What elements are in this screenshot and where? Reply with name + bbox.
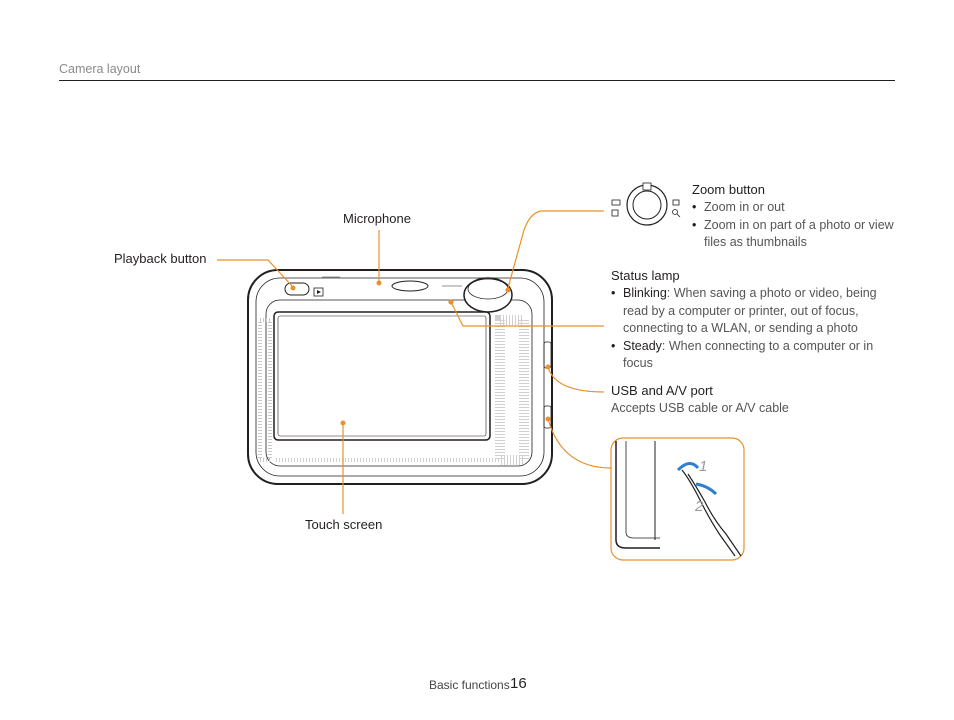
label-status-lamp: Status lamp	[611, 268, 680, 283]
strap-step-1: 1	[699, 458, 708, 475]
leader-playback	[217, 259, 294, 288]
page-number: 16	[510, 675, 527, 692]
zoom-button-diagram	[611, 182, 681, 226]
leader-lines	[217, 210, 612, 514]
header-section-title: Camera layout	[59, 62, 141, 76]
wide-icon	[611, 199, 621, 206]
magnify-icon	[672, 209, 678, 215]
shutter-shape	[391, 280, 429, 292]
status-desc-steady: Steady: When connecting to a computer or…	[611, 338, 901, 373]
usb-description: Accepts USB cable or A/V cable	[611, 401, 789, 415]
play-icon	[317, 290, 321, 294]
zoom-desc-item: Zoom in on part of a photo or viewfiles …	[692, 217, 912, 252]
leader-dots	[290, 280, 551, 426]
camera-body	[247, 269, 553, 485]
zoom-desc-item: Zoom in or out	[692, 199, 912, 217]
strap-eyelet-shape	[543, 405, 552, 429]
label-touch-screen: Touch screen	[305, 517, 383, 532]
thumbnail-icon	[611, 209, 619, 217]
header-rule	[59, 80, 895, 81]
playback-button-shape	[284, 282, 310, 296]
strap-arrow-1	[676, 462, 700, 472]
label-zoom-button: Zoom button	[692, 182, 765, 197]
leader-zoom	[507, 210, 604, 289]
strap-step-2: 2	[695, 498, 704, 515]
label-usb-port: USB and A/V port	[611, 383, 713, 398]
footer-section: Basic functions	[429, 678, 510, 692]
strap-inset	[610, 437, 745, 561]
strap-arrow-2	[695, 482, 718, 496]
zoom-description: Zoom in or out Zoom in on part of a phot…	[692, 199, 912, 252]
tele-icon	[672, 199, 680, 206]
status-desc-blinking: Blinking: When saving a photo or video, …	[611, 285, 901, 338]
status-lamp-description: Blinking: When saving a photo or video, …	[611, 285, 901, 373]
zoom-dial-shape	[463, 277, 513, 313]
label-microphone: Microphone	[343, 211, 411, 226]
leader-strap	[547, 418, 612, 469]
leader-usb	[547, 366, 605, 393]
label-playback-button: Playback button	[114, 251, 207, 266]
leader-status-lamp	[450, 301, 604, 327]
touch-screen-panel	[273, 311, 491, 441]
